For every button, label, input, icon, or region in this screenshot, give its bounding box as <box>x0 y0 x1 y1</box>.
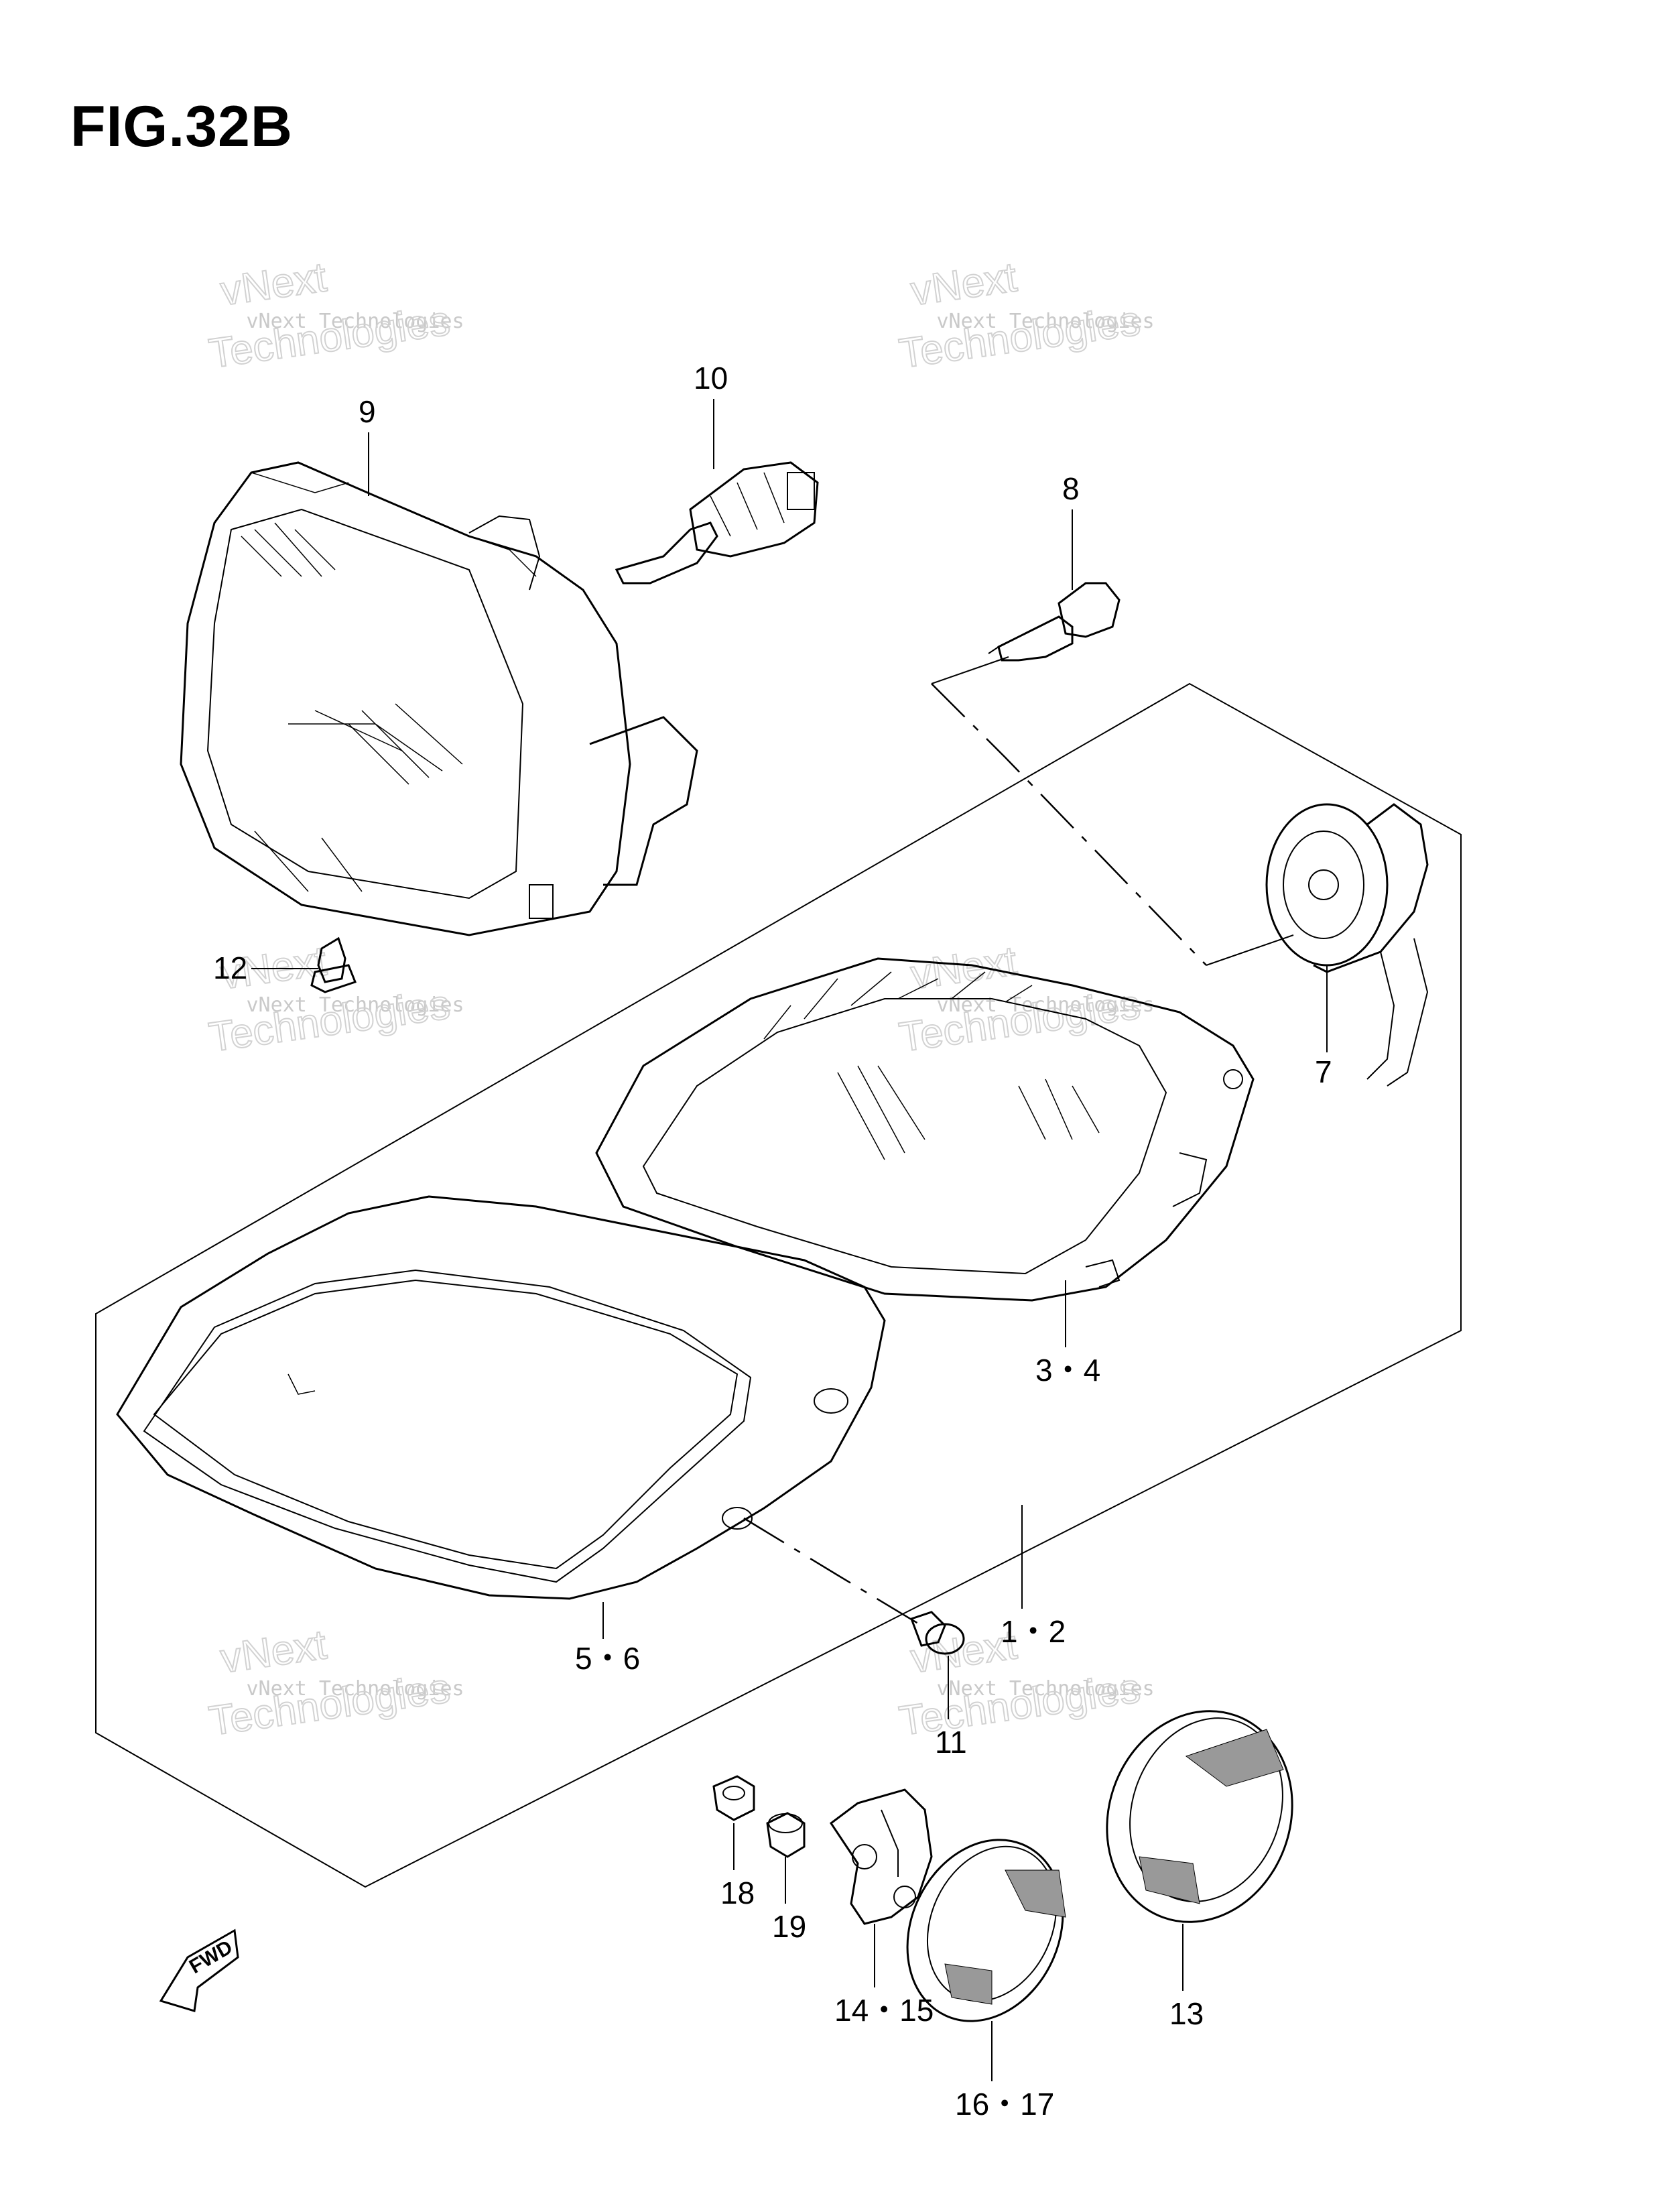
bulb-socket-drawing <box>1265 803 1429 1087</box>
headlight-bulb-drawing <box>615 461 819 585</box>
assembly-frame <box>95 682 1462 1888</box>
lens-assembly-drawing <box>595 957 1255 1302</box>
nut-18-drawing <box>712 1775 755 1821</box>
figure-title: FIG.32B <box>70 95 293 159</box>
label-part-9: 9 <box>359 394 376 429</box>
watermark-text: vNext Technologies <box>936 310 1154 333</box>
label-part-1-2: 1・2 <box>1001 1614 1066 1649</box>
label-part-3-4: 3・4 <box>1035 1353 1100 1388</box>
label-part-19: 19 <box>772 1909 806 1944</box>
label-part-16-17: 16・17 <box>955 2087 1054 2122</box>
reflector-1617-drawing <box>906 1839 1066 2022</box>
watermark-vnext: vNext <box>218 1621 330 1682</box>
watermark-text: vNext Technologies <box>246 310 464 333</box>
label-part-14-15: 14・15 <box>834 1993 934 2028</box>
position-bulb-drawing <box>988 582 1121 662</box>
label-part-5-6: 5・6 <box>575 1641 640 1676</box>
watermark-text: vNext Technologies <box>936 1677 1154 1701</box>
watermark-text: vNext Technologies <box>246 993 464 1017</box>
bracket-drawing <box>829 1788 933 1925</box>
label-part-11: 11 <box>935 1725 967 1760</box>
label-part-7: 7 <box>1315 1054 1332 1089</box>
part-labels: 9 10 8 12 7 3・4 1・2 5・6 11 18 19 14・15 1… <box>213 361 1332 2122</box>
collar-19-drawing <box>766 1812 806 1858</box>
leader-lines <box>251 399 1328 2081</box>
reflector-13-drawing <box>1106 1710 1293 1923</box>
watermark-vnext: vNext <box>218 254 330 314</box>
watermark-text: vNext Technologies <box>246 1677 464 1701</box>
watermark-vnext: vNext <box>908 254 1020 314</box>
label-part-18: 18 <box>720 1876 755 1910</box>
headlight-unit-drawing <box>180 461 698 936</box>
forward-arrow-icon: FWD <box>159 1928 239 2012</box>
screw-11-drawing <box>910 1611 965 1655</box>
label-part-13: 13 <box>1169 1996 1204 2031</box>
screw-12-drawing <box>310 936 357 993</box>
label-part-12: 12 <box>213 950 247 985</box>
label-part-8: 8 <box>1062 471 1080 506</box>
housing-drawing <box>116 1195 886 1600</box>
label-part-10: 10 <box>694 361 728 395</box>
